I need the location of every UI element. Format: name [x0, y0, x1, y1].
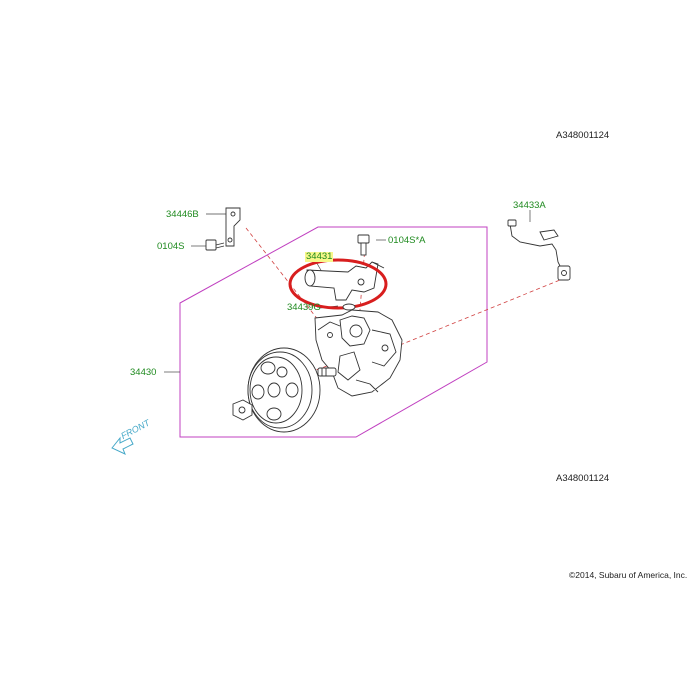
gasket-part — [342, 303, 356, 311]
part-number-bracket[interactable]: 34446B — [166, 209, 199, 220]
pulley-part — [247, 347, 321, 433]
highlight-circle — [288, 258, 388, 310]
ref-code-bottom: A348001124 — [556, 473, 610, 484]
part-number-sensor[interactable]: 34433A — [513, 200, 546, 211]
front-arrow-icon — [111, 436, 134, 455]
bracket-part — [225, 207, 241, 247]
bolt-right-part — [357, 234, 370, 256]
part-number-pump-assembly[interactable]: 34430 — [130, 367, 157, 378]
assembly-boundary — [179, 226, 488, 438]
sensor-part — [507, 219, 571, 281]
copyright-notice: ©2014, Subaru of America, Inc. — [569, 570, 688, 580]
part-number-gasket[interactable]: 34439G — [287, 302, 321, 313]
bolt-left-part — [205, 239, 225, 251]
part-number-bolt-left[interactable]: 0104S — [157, 241, 185, 252]
nut-part — [232, 399, 253, 421]
pump-body — [314, 309, 403, 397]
pipe-part — [304, 261, 385, 301]
part-number-bolt-right[interactable]: 0104S*A — [388, 235, 426, 246]
ref-code-top: A348001124 — [556, 130, 610, 141]
part-number-pipe[interactable]: 34431 — [305, 251, 334, 262]
